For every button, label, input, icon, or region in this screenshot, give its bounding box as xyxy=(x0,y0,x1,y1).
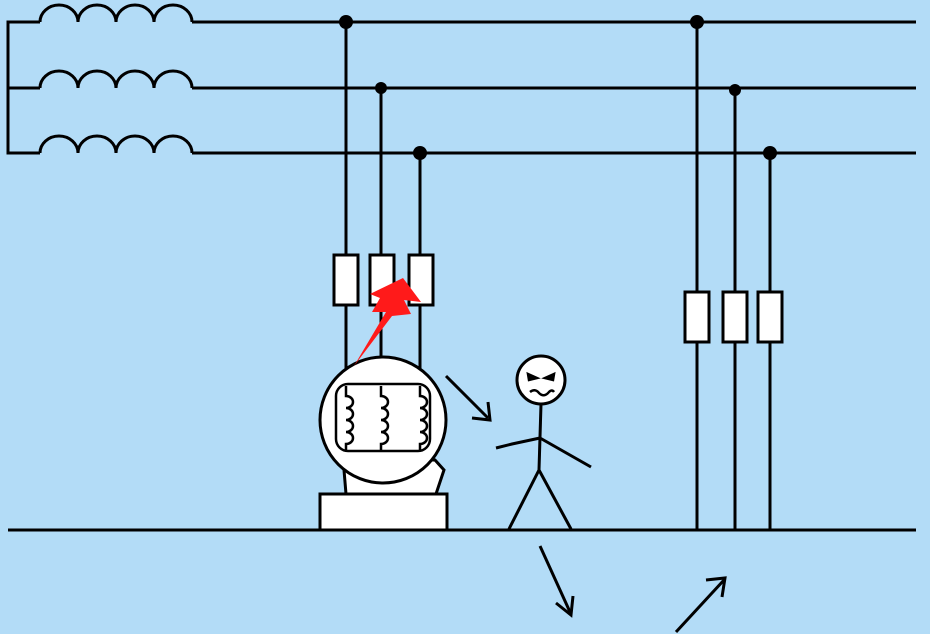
person-body xyxy=(537,403,543,471)
fuse xyxy=(756,290,784,344)
fuse xyxy=(332,253,360,307)
up-arrow-shaft xyxy=(674,578,726,634)
feeder-branch-junctions xyxy=(690,15,777,160)
left-eye xyxy=(526,371,541,382)
mouth xyxy=(529,389,556,397)
person xyxy=(495,354,592,530)
fault-spark xyxy=(354,278,421,366)
motor xyxy=(318,355,449,532)
leakage-arrow xyxy=(444,374,492,422)
phase-bus xyxy=(192,20,916,155)
winding xyxy=(379,386,390,450)
ground-current-arrows xyxy=(538,545,727,634)
down-arrow-shaft xyxy=(538,545,572,613)
junction-dot xyxy=(339,15,353,29)
person-head xyxy=(515,354,567,406)
person-arm-right xyxy=(539,436,592,469)
feeder-fuses xyxy=(683,290,784,344)
fuse xyxy=(721,290,749,344)
motor-windings xyxy=(344,386,429,450)
coil-phase-3 xyxy=(38,134,194,154)
junction-dot xyxy=(729,84,741,96)
source-transformer xyxy=(6,3,194,155)
fuse xyxy=(683,290,711,344)
coil-phase-2 xyxy=(38,69,194,89)
junction-dot xyxy=(690,15,704,29)
source-frame xyxy=(6,20,40,155)
junction-dot xyxy=(413,146,427,160)
motor-branch-junctions xyxy=(339,15,427,160)
junction-dot xyxy=(763,146,777,160)
person-face xyxy=(526,371,556,397)
junction-dot xyxy=(375,82,387,94)
arrow-head xyxy=(471,401,492,422)
down-arrow-head xyxy=(555,595,575,618)
winding xyxy=(418,386,429,450)
person-leg-left xyxy=(507,469,541,530)
right-eye xyxy=(541,371,556,382)
up-arrow-head xyxy=(705,576,727,598)
motor-winding-frame xyxy=(334,382,432,453)
motor-base xyxy=(318,492,449,532)
winding xyxy=(344,386,355,450)
person-arm-left xyxy=(495,436,541,450)
arrow-shaft xyxy=(444,374,490,420)
coil-phase-1 xyxy=(38,3,194,23)
person-leg-right xyxy=(537,469,573,530)
